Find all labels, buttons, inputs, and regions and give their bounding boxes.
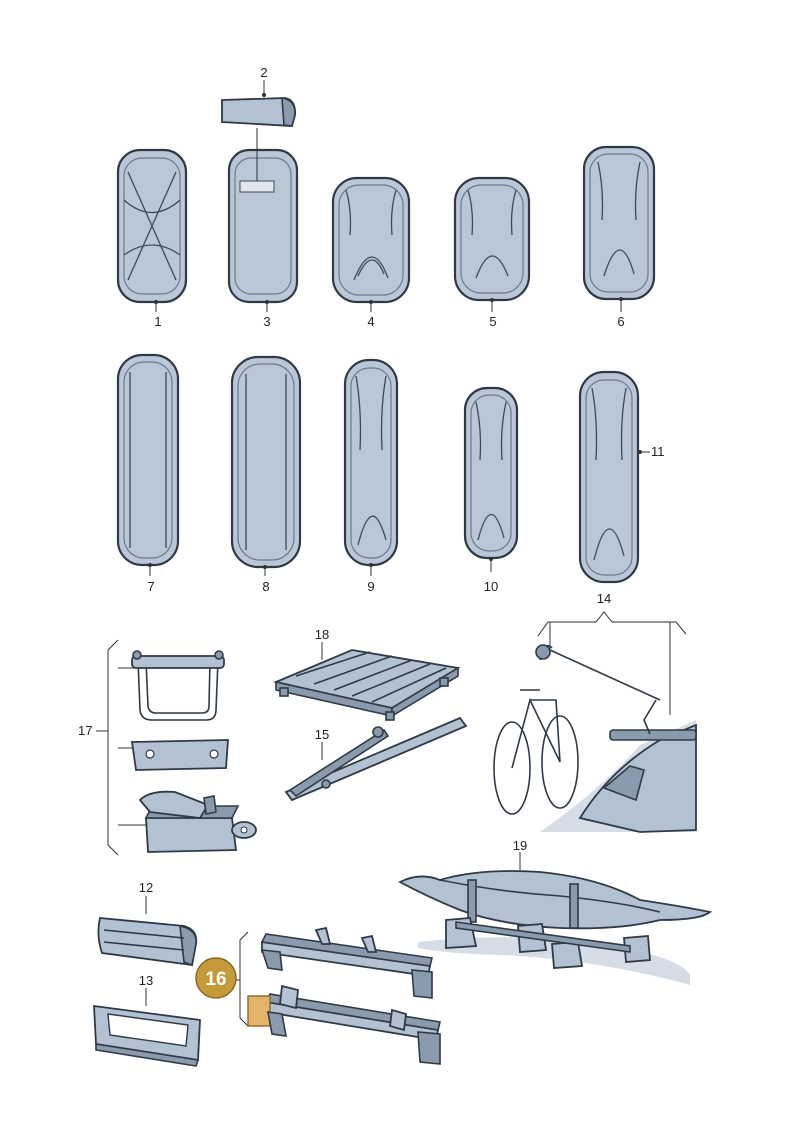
callout-19: 19: [513, 838, 527, 853]
part-2-label-plate: [221, 97, 296, 127]
callout-1: 1: [154, 314, 161, 329]
part-16-roof-bars: [247, 926, 441, 1065]
roof-box-1: [116, 148, 188, 304]
roof-box-9: [343, 358, 399, 567]
callout-16: 16: [205, 969, 226, 990]
roof-box-7: [116, 353, 180, 567]
callout-17: 17: [78, 723, 92, 738]
roof-box-4: [331, 176, 411, 304]
part-18-luggage-rack: [273, 649, 461, 721]
part-13-frame-handle: [93, 1004, 201, 1067]
roof-box-3: [227, 128, 299, 304]
callout-7: 7: [147, 579, 154, 594]
callout-12: 12: [139, 880, 153, 895]
callout-14: 14: [597, 591, 611, 606]
roof-box-11: [578, 370, 640, 584]
part-12-box-end-cover: [97, 917, 198, 967]
callout-6: 6: [617, 314, 624, 329]
callout-5: 5: [489, 314, 496, 329]
callout-11: 11: [651, 444, 665, 459]
part-15-mounting-rail: [284, 716, 468, 802]
callout-18: 18: [315, 627, 329, 642]
part-17-u-bolt: [131, 650, 225, 721]
callout-13: 13: [139, 973, 153, 988]
callout-15: 15: [315, 727, 329, 742]
callout-2: 2: [260, 65, 267, 80]
roof-box-5: [453, 176, 531, 302]
callout-9: 9: [367, 579, 374, 594]
part-19-kayak-carrier: [398, 870, 713, 985]
part-14-bicycle-carrier: [493, 644, 697, 833]
callout-4: 4: [367, 314, 374, 329]
roof-box-8: [230, 355, 302, 569]
callout-8: 8: [262, 579, 269, 594]
roof-box-6: [582, 145, 656, 301]
part-17-clamp-plate: [130, 739, 229, 771]
roof-box-10: [463, 386, 519, 560]
callout-10: 10: [484, 579, 498, 594]
part-17-quick-clamp: [138, 790, 257, 853]
callout-16-badge: [195, 957, 237, 999]
callout-3: 3: [263, 314, 270, 329]
